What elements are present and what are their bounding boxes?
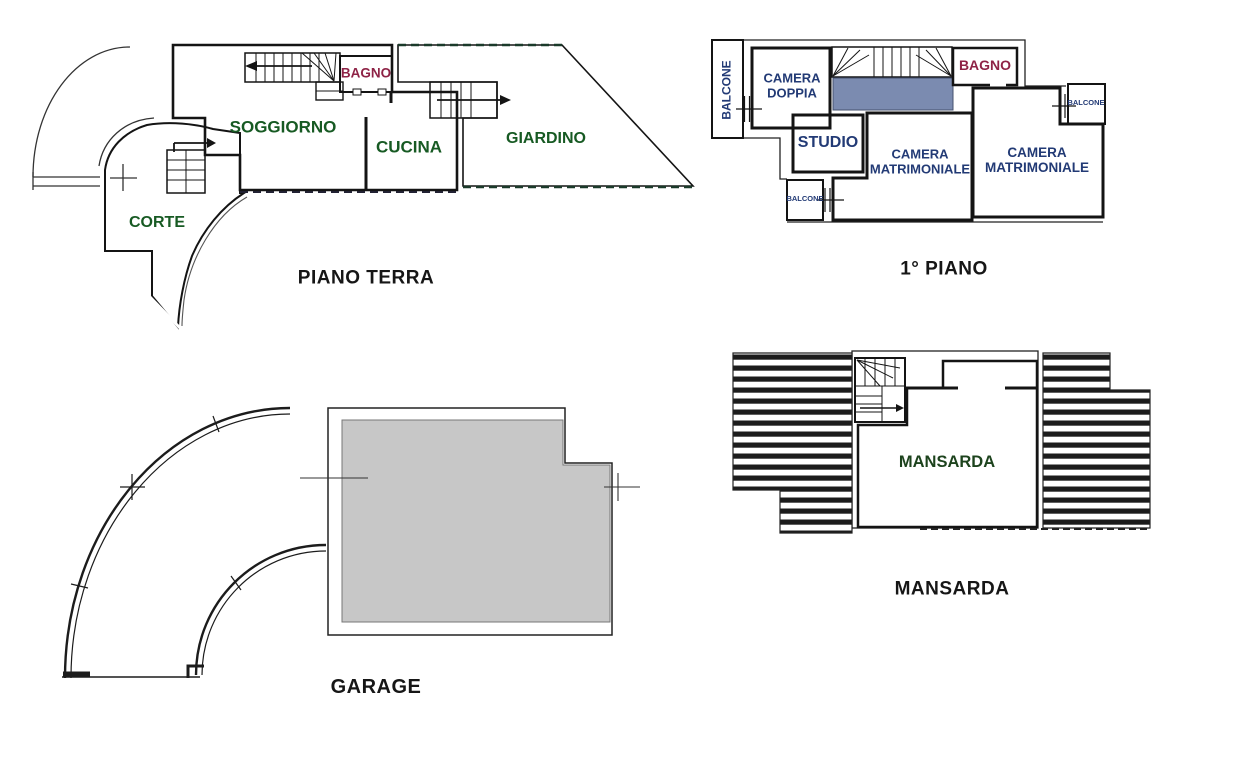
balcone-bottom [786,179,844,221]
corte-cut-mark [148,295,183,331]
entry-arrow-right [207,138,216,148]
room-label-bagno-1p: BAGNO [958,57,1012,74]
room-label-balcone-left: BALCONE [719,60,734,120]
corridor-shape [832,77,954,111]
room-label-bagno-pt: BAGNO [340,65,392,81]
bagno-pt-room [339,55,393,96]
room-label-studio: STUDIO [797,134,859,152]
room-label-camera-matrimoniale-destra: CAMERA MATRIMONIALE [985,144,1089,175]
primo-piano-plan [711,39,1106,223]
balcone-right [1052,83,1106,125]
garage-plan [62,406,640,679]
garage-floor-shape [341,419,611,623]
room-label-giardino: GIARDINO [506,130,586,148]
mansarda-outline [851,350,1039,529]
room-label-balcone-bottom: BALCONE [786,193,824,203]
camera-matrimoniale-centro-shape [831,111,974,222]
room-label-cucina: CUCINA [375,137,443,157]
garage-dimension-marks [300,473,640,501]
garden-steps [429,81,511,119]
room-label-soggiorno: SOGGIORNO [229,117,337,137]
mansarda-plan [732,350,1151,534]
mansarda-staircase [854,357,906,423]
studio-room-shape [791,113,865,174]
giardino-area-shape [397,44,695,187]
room-label-balcone-right: BALCONE [1067,97,1105,107]
entry-steps [166,138,216,194]
garage-ramp [62,406,327,679]
balcone-left [711,39,762,139]
plan-title-mansarda: MANSARDA [894,578,1010,600]
roof-hatch-left [732,352,853,534]
room-label-corte: CORTE [129,214,185,232]
roof-hatch-right [1042,352,1151,529]
room-label-camera-doppia: CAMERA DOPPIA [763,70,821,100]
plan-title-garage: GARAGE [330,675,422,698]
garden-arrow-right [500,95,511,105]
bagno-1p-room [951,46,1019,87]
plan-title-primo-piano: 1° PIANO [900,258,988,280]
camera-doppia-room-shape [750,46,832,130]
driveway-arc [32,46,248,327]
stair-arrow-left [245,61,257,71]
room-label-mansarda: MANSARDA [898,452,996,471]
room-label-camera-matrimoniale-centro: CAMERA MATRIMONIALE [869,146,971,176]
mansarda-stair-arrow [896,404,904,412]
first-floor-staircase [831,46,953,78]
piano-terra-plan [32,43,695,331]
plan-title-piano-terra: PIANO TERRA [297,267,435,289]
first-floor-outline [712,39,1103,223]
internal-staircase [244,52,344,101]
